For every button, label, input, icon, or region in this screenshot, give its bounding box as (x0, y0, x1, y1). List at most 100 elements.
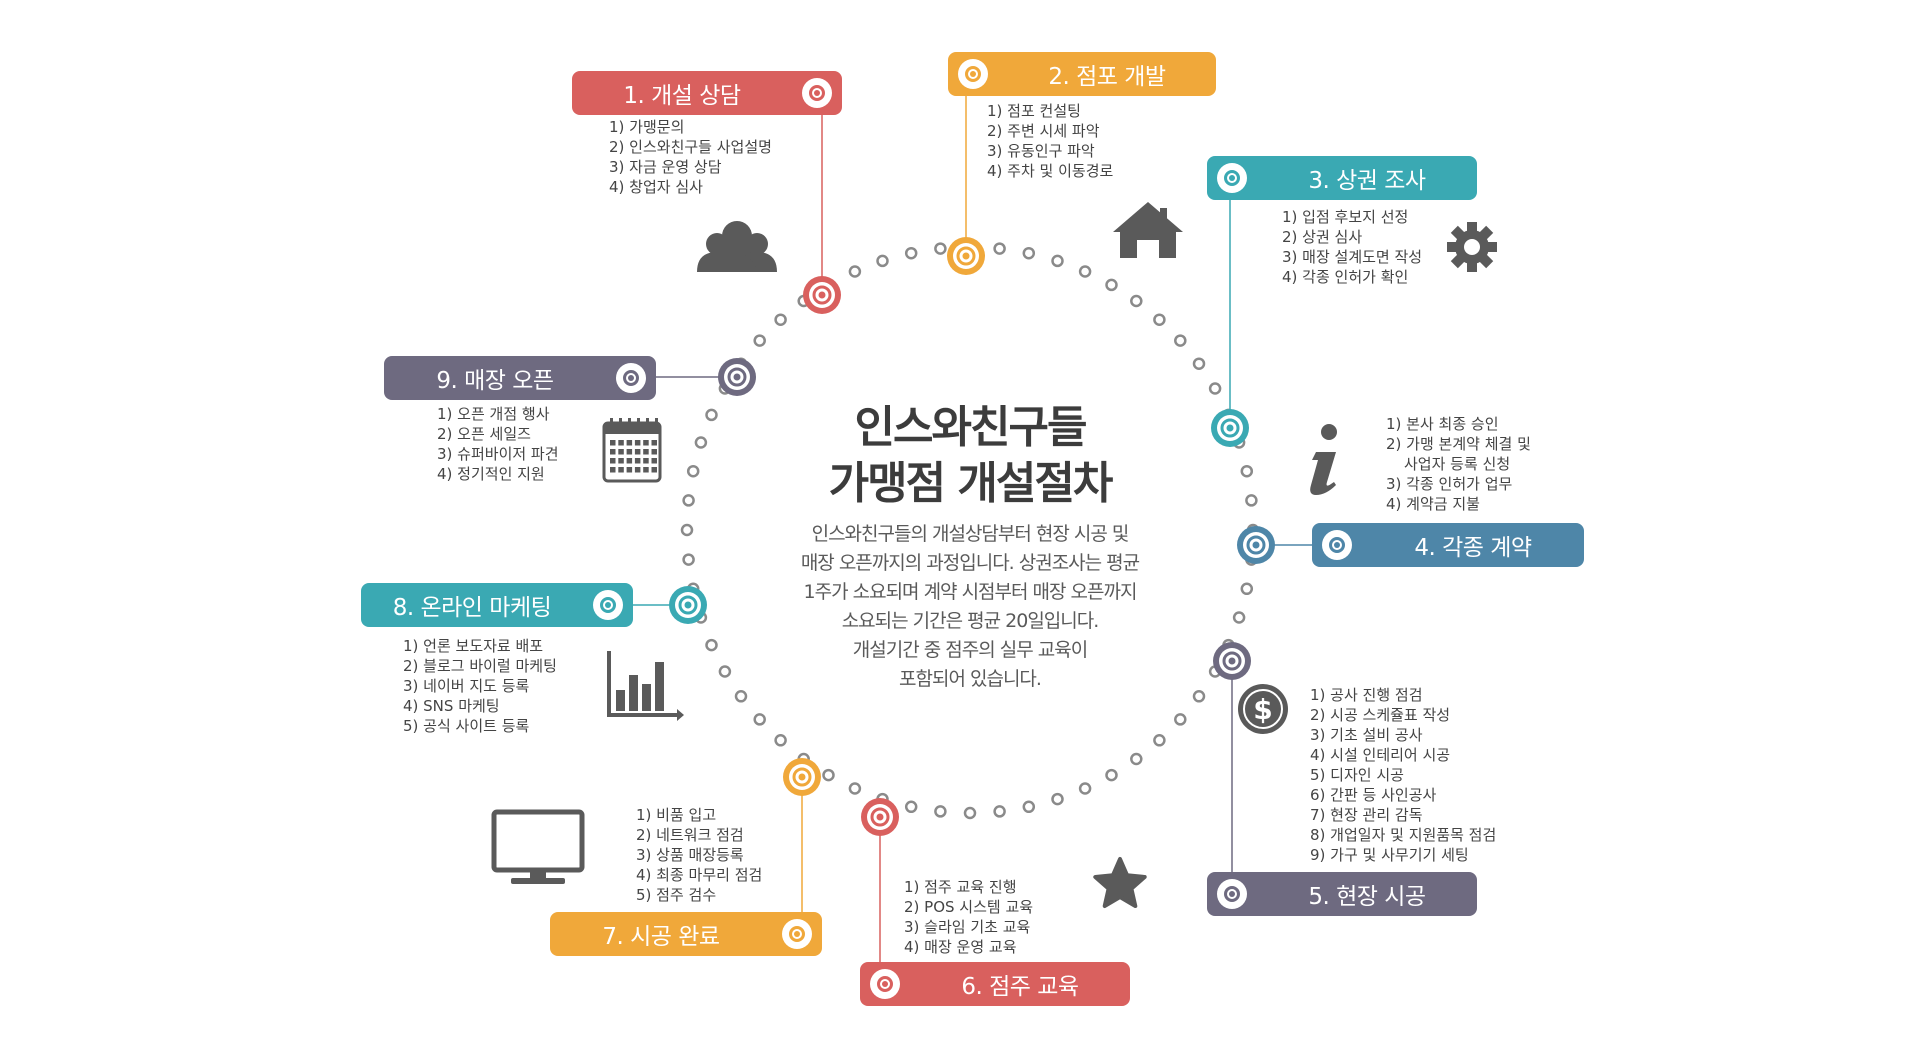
task-item: 2) 오픈 세일즈 (437, 425, 531, 443)
task-item: 사업자 등록 신청 (1404, 455, 1511, 473)
target-icon (616, 363, 646, 393)
path-dot (1051, 792, 1064, 806)
step-pill: 1. 개설 상담 (572, 71, 842, 115)
description-line: 매장 오픈까지의 과정입니다. 상권조사는 평균 (800, 552, 1140, 574)
description-line: 1주가 소요되며 계약 시점부터 매장 오픈까지 (803, 581, 1138, 603)
calendar-icon (602, 418, 662, 483)
path-dot (848, 782, 862, 795)
task-item: 4) 최종 마무리 점검 (636, 866, 763, 884)
step-node (1213, 642, 1251, 680)
path-dot (682, 494, 695, 507)
task-item: 3) 유동인구 파악 (987, 142, 1095, 160)
path-dot (1130, 294, 1143, 308)
path-dot (734, 690, 748, 703)
step-label: 4. 각종 계약 (1414, 535, 1532, 561)
target-icon (1322, 530, 1352, 560)
path-dot (1051, 254, 1064, 268)
path-dot (1232, 611, 1246, 624)
path-dot (1105, 768, 1118, 782)
task-item: 1) 입점 후보지 선정 (1282, 208, 1409, 226)
path-dot (686, 464, 700, 478)
path-dot (1208, 382, 1222, 395)
task-item: 8) 개업일자 및 지원품목 점검 (1310, 826, 1497, 844)
step-label: 9. 매장 오픈 (436, 368, 554, 394)
task-item: 1) 오픈 개점 행사 (437, 405, 550, 423)
task-item: 2) 시공 스케쥴표 작성 (1310, 706, 1451, 724)
task-item: 4) SNS 마케팅 (403, 697, 500, 715)
step-label: 1. 개설 상담 (623, 83, 741, 109)
task-item: 1) 비품 입고 (636, 806, 717, 824)
task-item: 1) 점주 교육 진행 (904, 878, 1017, 896)
task-item: 4) 각종 인허가 확인 (1282, 268, 1409, 286)
step-pill: 7. 시공 완료 (550, 912, 822, 956)
step-pill: 2. 점포 개발 (948, 52, 1216, 96)
info-icon (1310, 424, 1337, 495)
path-dot (753, 713, 766, 726)
task-item: 2) 네트워크 점검 (636, 826, 744, 844)
step-pill: 4. 각종 계약 (1312, 523, 1584, 567)
step-node (718, 358, 756, 396)
house-icon (1113, 202, 1183, 258)
task-item: 1) 언론 보도자료 배포 (403, 637, 544, 655)
dollar-icon: $ (1238, 684, 1288, 734)
task-item: 4) 정기적인 지원 (437, 465, 545, 483)
step-label: 5. 현장 시공 (1308, 884, 1426, 910)
path-dot (705, 408, 718, 422)
step-label: 2. 점포 개발 (1048, 64, 1166, 90)
task-item: 6) 간판 등 사인공사 (1310, 786, 1437, 804)
task-item: 4) 시설 인테리어 시공 (1310, 746, 1451, 764)
task-item: 4) 계약금 지불 (1386, 495, 1480, 513)
path-dot (1153, 313, 1166, 326)
step-pill: 6. 점주 교육 (860, 962, 1130, 1006)
path-dot (1174, 713, 1187, 726)
target-icon (802, 78, 832, 108)
step-label: 8. 온라인 마케팅 (392, 595, 552, 621)
path-dot (876, 254, 889, 268)
task-item: 2) 블로그 바이럴 마케팅 (403, 657, 557, 675)
task-item: 1) 점포 컨설팅 (987, 102, 1081, 120)
connector-lines (633, 96, 1312, 962)
task-item: 5) 디자인 시공 (1310, 766, 1404, 784)
path-dot (1240, 464, 1254, 478)
task-item: 1) 가맹문의 (609, 118, 685, 136)
task-item: 4) 창업자 심사 (609, 178, 703, 196)
task-item: 1) 공사 진행 점검 (1310, 686, 1423, 704)
target-icon (1217, 163, 1247, 193)
path-dot (1192, 357, 1206, 370)
monitor-icon (491, 809, 585, 884)
path-dot (993, 242, 1006, 255)
task-item: 3) 자금 운영 상담 (609, 158, 722, 176)
step-node (861, 798, 899, 836)
task-item: 3) 상품 매장등록 (636, 846, 744, 864)
task-item: 1) 본사 최종 승인 (1386, 415, 1499, 433)
task-item: 3) 각종 인허가 업무 (1386, 475, 1513, 493)
path-dot (682, 553, 695, 566)
step-label: 6. 점주 교육 (961, 974, 1079, 1000)
star-icon (1093, 857, 1147, 908)
step-label: 7. 시공 완료 (602, 924, 720, 950)
step-node (783, 758, 821, 796)
target-icon (1217, 879, 1247, 909)
path-dot (1078, 782, 1092, 795)
task-item: 2) 가맹 본계약 체결 및 (1386, 435, 1531, 453)
svg-text:$: $ (1253, 693, 1272, 726)
path-dot (1022, 800, 1036, 814)
task-item: 2) POS 시스템 교육 (904, 898, 1034, 916)
path-dot (680, 523, 694, 537)
path-dot (1130, 752, 1143, 766)
step-pill: 5. 현장 시공 (1207, 872, 1477, 916)
path-dot (1022, 246, 1036, 260)
step-node (947, 237, 985, 275)
step-node (803, 276, 841, 314)
step-node (669, 586, 707, 624)
task-item: 4) 매장 운영 교육 (904, 938, 1017, 956)
diagram-description: 인스와친구들의 개설상담부터 현장 시공 및 매장 오픈까지의 과정입니다. 상… (760, 520, 1180, 694)
target-icon (782, 919, 812, 949)
path-dot (1240, 582, 1254, 596)
step-node (1237, 526, 1275, 564)
path-dot (1078, 265, 1092, 278)
